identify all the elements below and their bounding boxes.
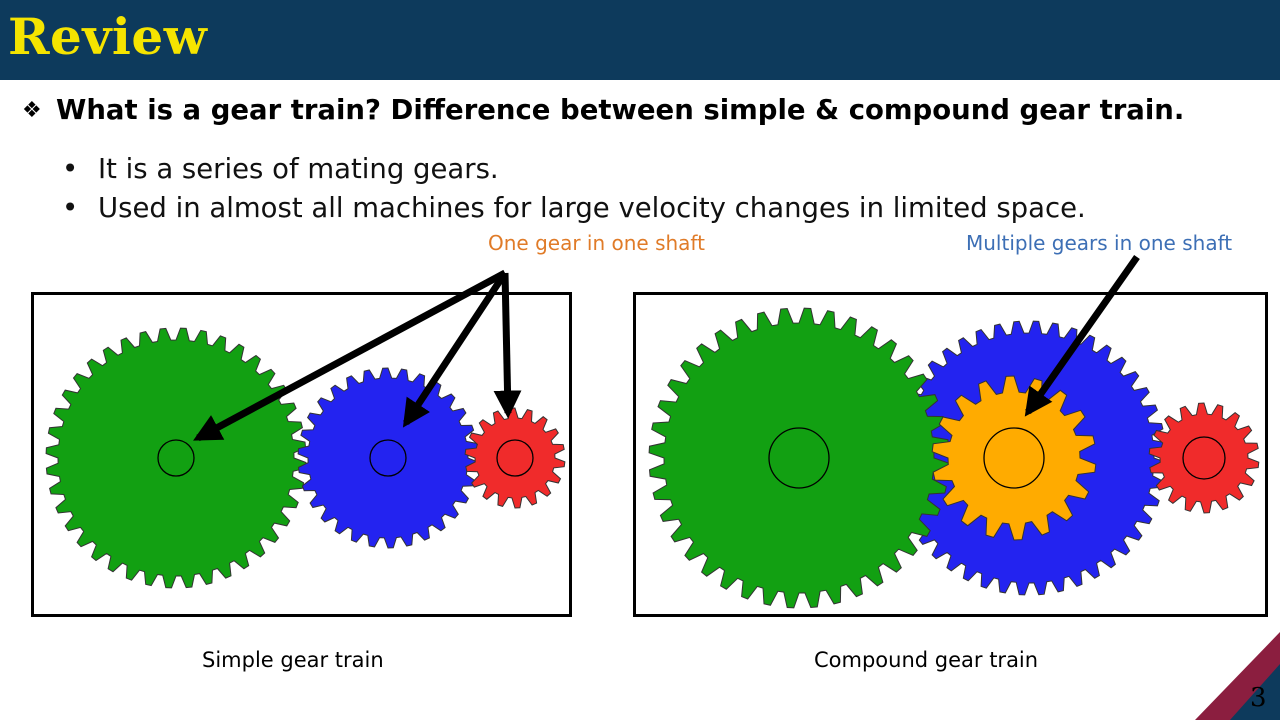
bullet-dot-icon: • — [62, 153, 79, 185]
question-text: What is a gear train? Difference between… — [56, 94, 1185, 126]
red-gear — [464, 407, 566, 509]
caption-compound-gear-train: Compound gear train — [814, 648, 1039, 672]
question-heading: ❖ What is a gear train? Difference betwee… — [22, 88, 1184, 133]
slide-title: Review — [8, 7, 208, 66]
bullet-text: It is a series of mating gears. — [98, 153, 499, 185]
diamond-bullet-icon: ❖ — [22, 98, 42, 123]
red-gear — [1148, 402, 1260, 514]
simple-gear-diagram — [45, 327, 566, 589]
bullet-list: • It is a series of mating gears. • Used i… — [62, 150, 1086, 228]
green-gear — [45, 327, 307, 589]
red-gear-shaft — [1182, 436, 1226, 480]
simple-gear-train-panel — [31, 292, 572, 617]
page-number: 3 — [1250, 683, 1267, 713]
compound-gear-train-panel — [633, 292, 1268, 617]
title-bar: Review — [0, 0, 1280, 80]
green-gear-shaft — [768, 427, 830, 489]
callout-one-gear: One gear in one shaft — [488, 231, 705, 255]
corner-accent — [1195, 632, 1280, 720]
green-gear-shaft — [157, 439, 195, 477]
bullet-item: • It is a series of mating gears. — [62, 150, 1086, 189]
green-gear — [648, 307, 950, 609]
blue-gear — [297, 367, 479, 549]
compound-gear-shaft — [983, 427, 1045, 489]
red-gear-shaft — [496, 439, 534, 477]
bullet-item: • Used in almost all machines for large v… — [62, 189, 1086, 228]
compound-gear-diagram — [648, 307, 1260, 609]
caption-simple-gear-train: Simple gear train — [202, 648, 384, 672]
callout-multiple-gears: Multiple gears in one shaft — [966, 231, 1233, 255]
bullet-dot-icon: • — [62, 192, 79, 224]
bullet-text: Used in almost all machines for large ve… — [98, 192, 1086, 224]
